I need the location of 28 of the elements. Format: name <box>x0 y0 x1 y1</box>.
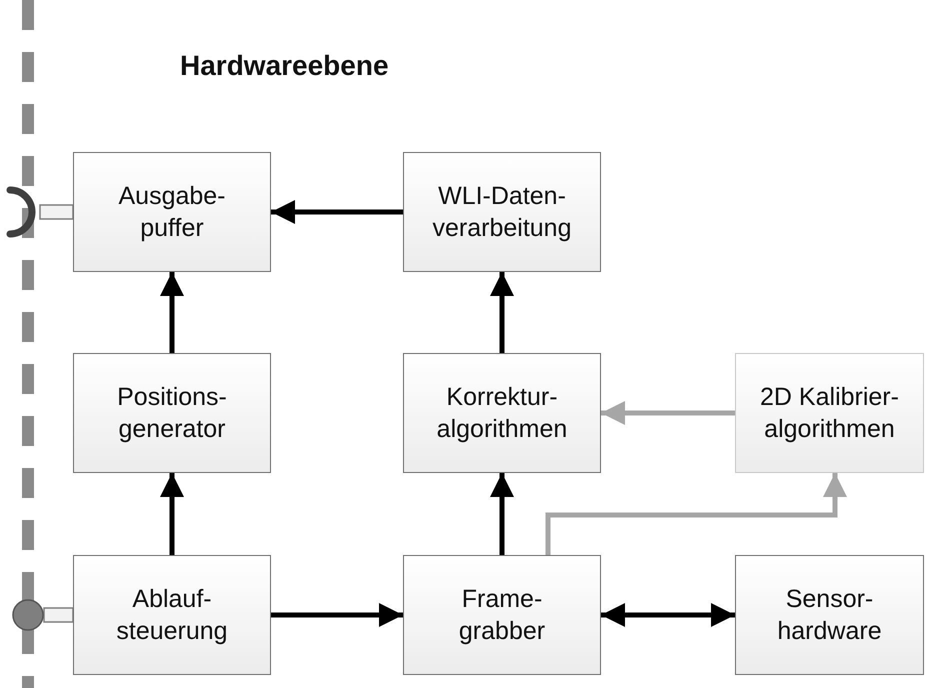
box-label: Ablauf- steuerung <box>115 584 229 647</box>
process-box <box>73 555 271 675</box>
interface-stub <box>43 607 74 623</box>
box-label: Frame- grabber <box>458 584 546 647</box>
diagram-title: Hardwareebene <box>180 50 389 82</box>
arrow <box>601 603 735 627</box>
box-label: Ausgabe- puffer <box>117 180 227 244</box>
box-label: Korrektur- algorithmen <box>436 382 568 445</box>
box-label: WLI-Daten- verarbeitung <box>432 180 572 244</box>
arrow <box>490 473 514 555</box>
process-box <box>73 353 271 473</box>
process-box <box>73 152 271 272</box>
arrow <box>160 272 184 353</box>
process-box <box>403 555 601 675</box>
box-label: 2D Kalibrier- algorithmen <box>759 382 900 445</box>
arrow <box>601 401 735 425</box>
arrow <box>160 473 184 555</box>
arrow <box>271 603 403 627</box>
process-box <box>403 353 601 473</box>
process-box <box>735 353 924 473</box>
interface-stub <box>39 204 74 220</box>
box-label: Positions- generator <box>116 382 228 445</box>
arrow <box>546 473 847 555</box>
arrow <box>490 272 514 353</box>
box-label: Sensor- hardware <box>776 584 883 647</box>
process-box <box>403 152 601 272</box>
arrow <box>271 200 403 224</box>
process-box <box>735 555 924 675</box>
